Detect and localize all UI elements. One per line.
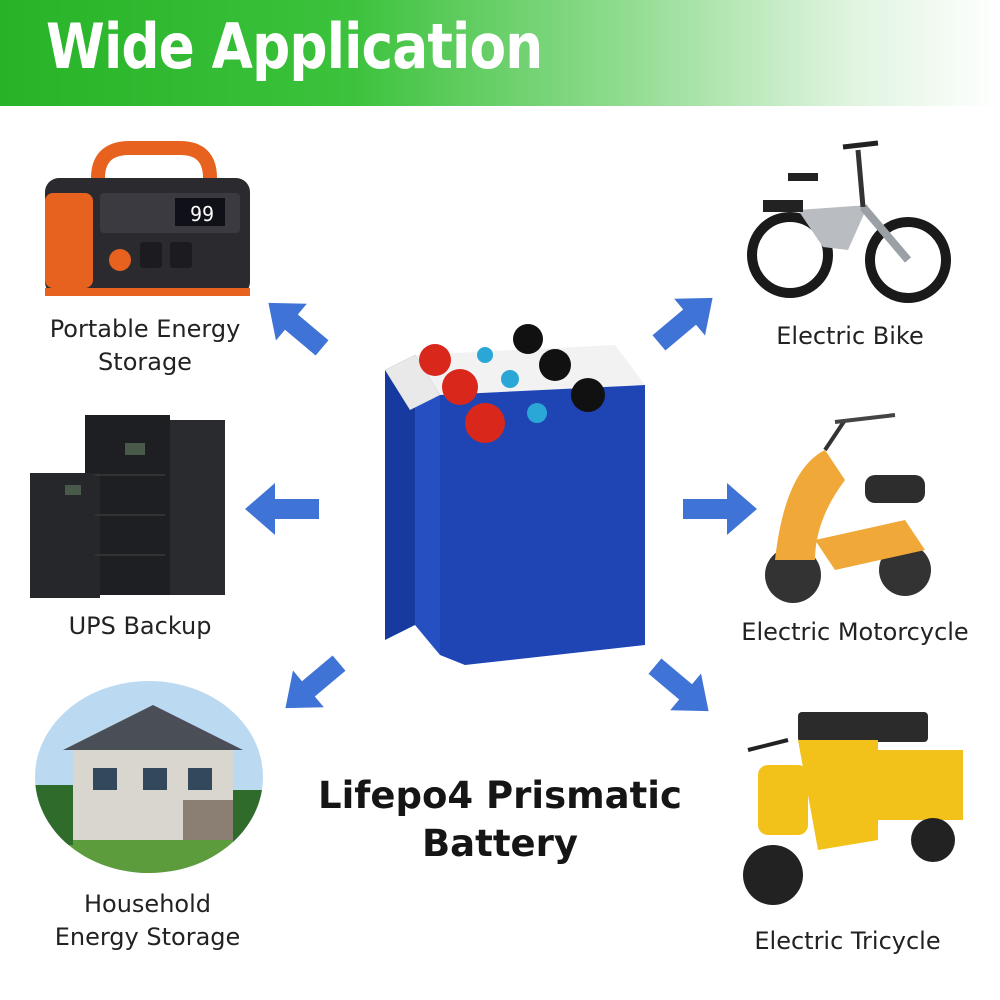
arrow-to-motorcycle	[683, 483, 757, 535]
lifepo4-battery-image	[385, 324, 645, 665]
label-ups-backup: UPS Backup	[68, 612, 212, 640]
portable-power-station-image: 99	[45, 141, 250, 296]
arrow-to-ups	[245, 483, 319, 535]
electric-motorcycle-image	[765, 413, 931, 603]
label-household-energy-storage: Household Energy Storage	[54, 890, 241, 951]
electric-tricycle-image	[743, 712, 963, 905]
arrow-to-portable	[268, 302, 329, 356]
household-house-image	[35, 681, 263, 873]
arrow-to-tricycle	[648, 658, 709, 712]
label-portable-energy-storage: Portable Energy Storage	[49, 315, 241, 376]
banner-title: Wide Application	[46, 10, 543, 83]
arrow-to-household	[285, 655, 346, 709]
power-display-readout: 99	[190, 202, 214, 226]
ups-cabinets-image	[30, 415, 225, 598]
label-electric-tricycle: Electric Tricycle	[754, 927, 941, 955]
header-banner: Wide Application	[0, 0, 1000, 106]
product-title: Lifepo4 Prismatic Battery	[318, 774, 682, 865]
arrow-to-bike	[652, 297, 713, 351]
label-electric-bike: Electric Bike	[776, 322, 924, 350]
label-electric-motorcycle: Electric Motorcycle	[741, 618, 969, 646]
electric-bike-image	[747, 140, 951, 303]
